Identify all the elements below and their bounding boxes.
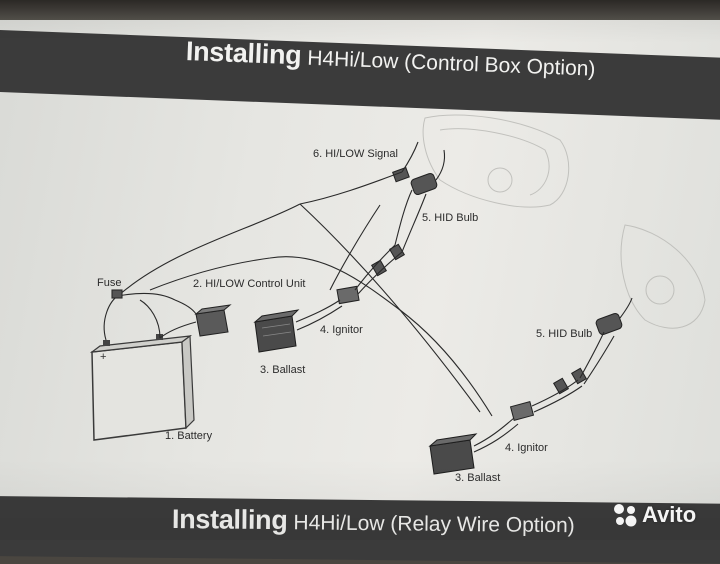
wiring-diagram: + bbox=[89, 114, 706, 475]
label-fuse: Fuse bbox=[97, 277, 122, 289]
avito-watermark: Avito bbox=[612, 502, 696, 528]
label-hi-low-signal: 6. HI/LOW Signal bbox=[313, 148, 398, 160]
label-ignitor-lower: 4. Ignitor bbox=[505, 442, 548, 454]
headlamp-outline-lower bbox=[620, 224, 706, 329]
label-ignitor-upper: 4. Ignitor bbox=[320, 324, 363, 336]
headlamp-outline-upper bbox=[422, 114, 570, 208]
page-edge-shadow bbox=[0, 0, 720, 20]
control-unit-drawing bbox=[194, 304, 232, 337]
ballast-lower-drawing bbox=[428, 433, 478, 475]
hid-bulb-upper-drawing bbox=[370, 166, 438, 277]
label-ballast-upper: 3. Ballast bbox=[260, 364, 306, 376]
title-bold: Installing bbox=[171, 504, 288, 536]
title-rest: H4Hi/Low (Relay Wire Option) bbox=[293, 511, 575, 538]
battery-drawing: + bbox=[89, 334, 195, 441]
watermark-text: Avito bbox=[642, 502, 697, 527]
label-ballast-lower: 3. Ballast bbox=[455, 472, 501, 484]
svg-text:+: + bbox=[100, 351, 106, 363]
label-control-unit: 2. HI/LOW Control Unit bbox=[193, 278, 306, 290]
label-battery: 1. Battery bbox=[165, 430, 213, 442]
ignitor-lower-drawing bbox=[509, 401, 535, 421]
label-hid-bulb-upper: 5. HID Bulb bbox=[422, 212, 479, 224]
ignitor-upper-drawing bbox=[336, 285, 360, 305]
ballast-upper-drawing bbox=[253, 309, 300, 353]
label-hid-bulb-lower: 5. HID Bulb bbox=[536, 328, 593, 340]
wiring-lines bbox=[103, 141, 633, 453]
avito-logo-icon bbox=[614, 504, 637, 527]
hid-bulb-lower-drawing bbox=[552, 313, 623, 395]
